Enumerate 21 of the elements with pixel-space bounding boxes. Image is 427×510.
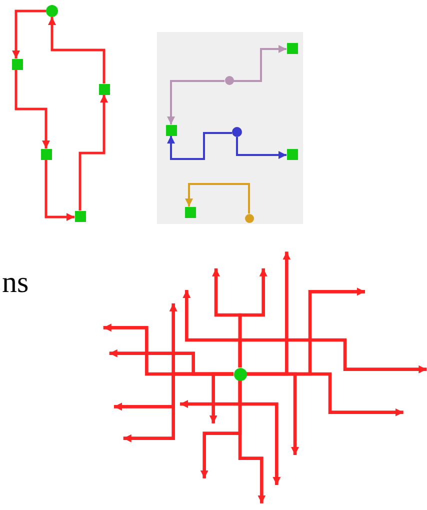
arrow [167, 80, 224, 124]
arrow [48, 17, 106, 84]
arrow [185, 183, 250, 214]
arrow [236, 137, 286, 159]
arrow [238, 338, 427, 374]
arrow [78, 94, 108, 210]
square-node [98, 84, 110, 94]
arrow [234, 45, 286, 82]
text-fragment: ns [2, 268, 29, 298]
arrow [246, 372, 404, 416]
circle-node [46, 5, 58, 17]
arrow [12, 10, 46, 58]
square-node [74, 210, 86, 222]
arrow [123, 372, 234, 442]
square-node [12, 58, 22, 70]
arrow [238, 380, 281, 485]
square-node [40, 148, 52, 160]
arrow [14, 70, 50, 148]
circle-node [234, 368, 246, 380]
arrow [167, 132, 232, 160]
arrow [44, 160, 74, 221]
